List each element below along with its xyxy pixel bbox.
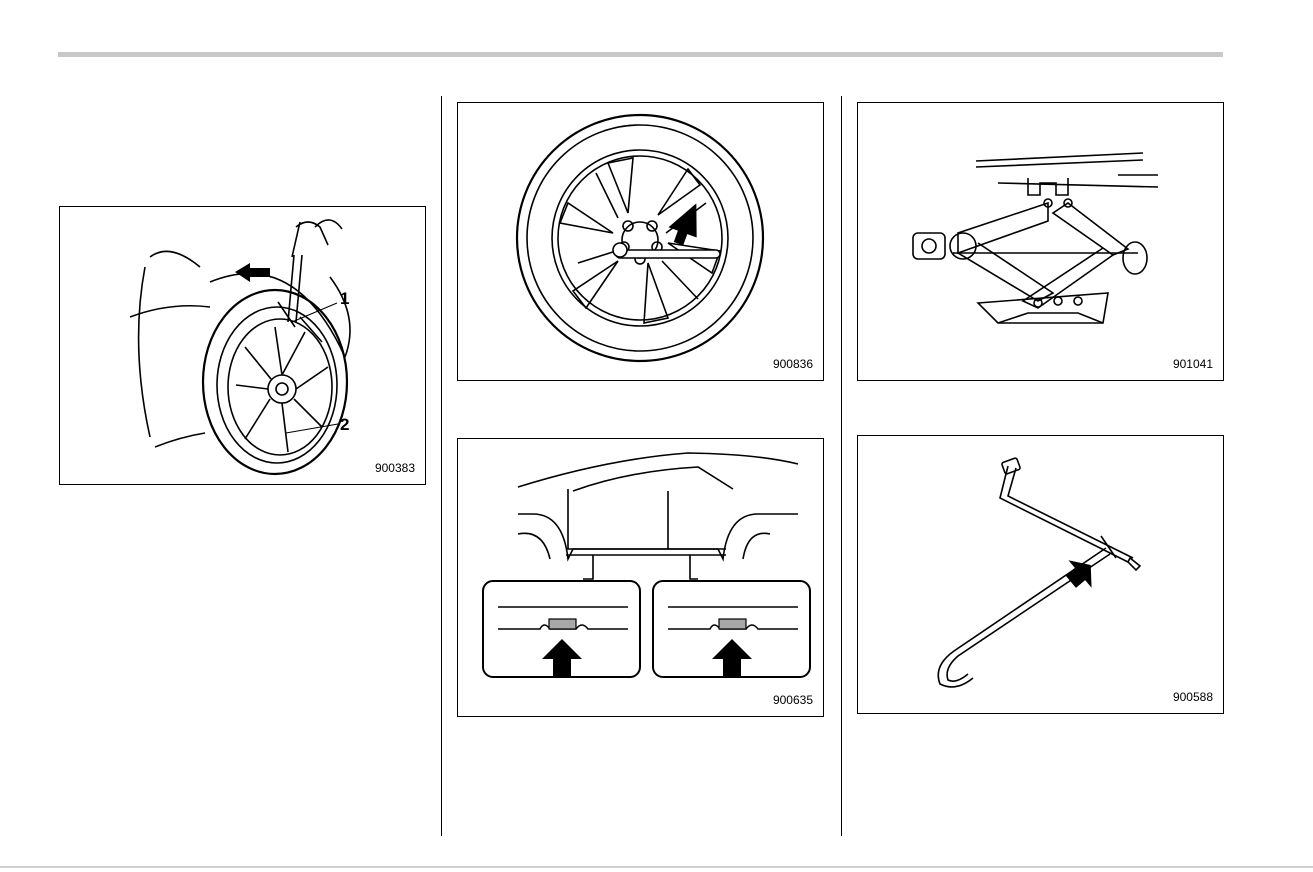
figure-code: 901041 [1173, 357, 1213, 371]
jack-point-arrow-right-icon [712, 639, 752, 676]
figure-jack-points: 900635 [457, 438, 824, 717]
figure-code: 900836 [773, 357, 813, 371]
rotation-arrow-icon [235, 263, 270, 282]
figure-code: 900588 [1173, 690, 1213, 704]
footer-rule [0, 866, 1313, 868]
figure-code: 900383 [375, 461, 415, 475]
figure-wheel-removal: 1 2 900383 [59, 206, 426, 485]
scissor-jack-illustration [858, 103, 1223, 380]
jack-point-arrow-left-icon [542, 639, 582, 676]
column-divider-right [841, 96, 842, 836]
jack-point-highlight-left [549, 619, 576, 629]
callout-1: 1 [340, 289, 349, 309]
figure-jack-handle: 900588 [857, 435, 1224, 714]
callout-2: 2 [340, 415, 349, 435]
figure-spare-wheel: 900836 [457, 102, 824, 381]
jack-handle-illustration [858, 436, 1223, 713]
column-divider-left [441, 96, 442, 836]
wheel-removal-illustration [60, 207, 425, 484]
spare-wheel-illustration [458, 103, 823, 380]
direction-arrow-icon [1059, 551, 1102, 595]
figure-scissor-jack: 901041 [857, 102, 1224, 381]
wheel-wrench-handle [616, 250, 720, 258]
header-rule [58, 52, 1223, 57]
jack-points-illustration [458, 439, 823, 716]
figure-code: 900635 [773, 693, 813, 707]
jack-point-highlight-right [719, 619, 746, 629]
